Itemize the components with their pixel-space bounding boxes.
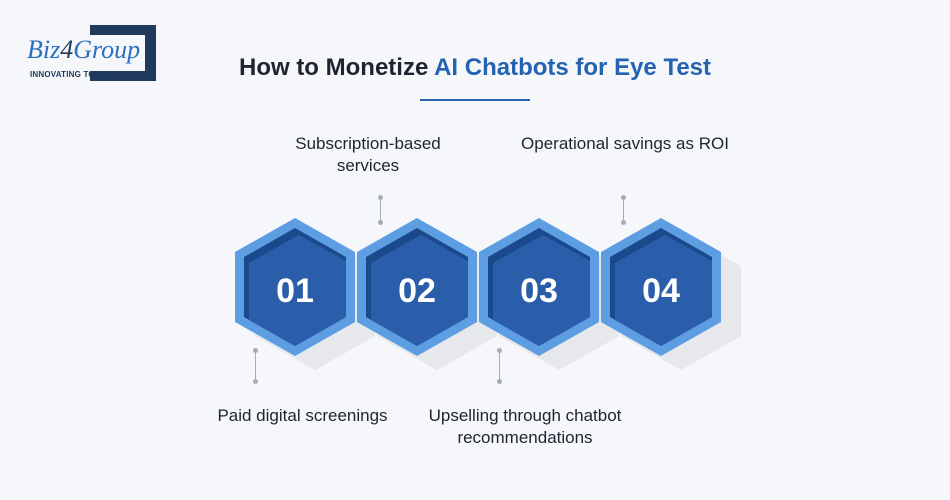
hexagon-shape: [235, 218, 375, 370]
hexagon-step-1: 01: [233, 214, 383, 374]
connector-4: [621, 195, 626, 225]
hexagon-step-3: 03: [477, 214, 627, 374]
bizgroup-logo: Biz4Group INNOVATING TOGETHER: [22, 25, 162, 85]
page-title: How to Monetize AI Chatbots for Eye Test: [0, 54, 950, 82]
logo-biz: Biz: [27, 35, 61, 64]
logo-4: 4: [60, 35, 74, 64]
connector-3: [497, 348, 502, 384]
hexagon-step-2: 02: [355, 214, 505, 374]
step-2-label: Subscription-based services: [295, 134, 441, 175]
connector-2: [378, 195, 383, 225]
logo-group: Group: [73, 35, 141, 64]
hexagon-shape: [601, 218, 741, 370]
hexagon-step-4: 04: [599, 214, 749, 374]
step-3-label: Upselling through chatbot recommendation…: [428, 406, 622, 447]
hexagon-shape: [357, 218, 497, 370]
title-underline: [420, 99, 530, 101]
logo-tagline: INNOVATING TOGETHER: [30, 70, 130, 79]
logo-wordmark: Biz4Group: [27, 35, 140, 65]
step-number: 01: [276, 272, 314, 310]
hexagon-shape: [479, 218, 619, 370]
step-1-label: Paid digital screenings: [217, 406, 388, 425]
logo-frame: [90, 25, 156, 81]
step-number: 04: [642, 272, 680, 310]
title-accent: AI Chatbots for Eye Test: [434, 54, 712, 81]
step-4-label: Operational savings as ROI: [521, 134, 729, 153]
step-number: 03: [520, 272, 558, 310]
connector-1: [253, 348, 258, 384]
step-number: 02: [398, 272, 436, 310]
title-prefix: How to Monetize: [238, 54, 435, 81]
